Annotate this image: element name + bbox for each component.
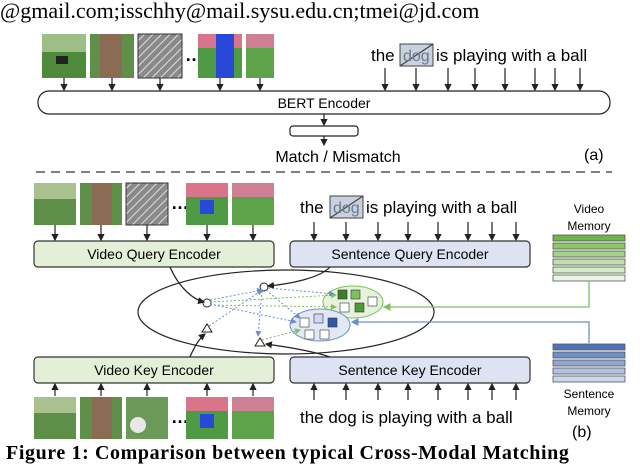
sentence-rest: is playing with a ball xyxy=(436,46,587,65)
sentence-memory-bank xyxy=(552,343,626,383)
sentence-memory-label-line2: Memory xyxy=(567,404,610,418)
bert-input-arrows xyxy=(60,68,584,92)
key-sentence: the dog is playing with a ball xyxy=(300,408,513,427)
panel-a-frames: … xyxy=(42,33,274,79)
embedding-space xyxy=(137,269,435,355)
sentence-query-encoder xyxy=(289,240,531,268)
sentence-memory-label-line1: Sentence xyxy=(564,387,615,401)
video-query-node xyxy=(202,298,212,308)
video-memory-bank xyxy=(552,234,626,282)
panel-b-query-frames: … xyxy=(34,182,274,226)
masked-video-frame xyxy=(137,33,183,79)
query-input-arrows xyxy=(51,222,520,242)
author-emails: @gmail.com;isschhy@mail.sysu.edu.cn;tmei… xyxy=(0,0,480,23)
match-output-label: Match / Mismatch xyxy=(275,149,400,166)
bert-encoder-label: BERT Encoder xyxy=(278,95,371,111)
sentence-query-encoder-label: Sentence Query Encoder xyxy=(331,246,489,262)
panel-b-tag: (b) xyxy=(572,424,592,441)
sentence-word-the: the xyxy=(300,198,324,217)
video-frame xyxy=(126,397,168,439)
video-query-encoder xyxy=(33,240,275,268)
video-key-encoder-label: Video Key Encoder xyxy=(94,362,214,378)
classifier-box xyxy=(289,125,359,137)
sentence-word-the: the xyxy=(371,46,395,65)
video-memory-label-line2: Memory xyxy=(567,219,610,233)
sentence-key-node xyxy=(254,337,266,347)
sentence-memory-arrow xyxy=(350,318,590,343)
video-key-encoder xyxy=(33,356,275,384)
video-key-node xyxy=(201,323,213,333)
video-memory-arrow xyxy=(382,281,590,311)
frames-ellipsis: … xyxy=(171,193,189,213)
key-input-arrows xyxy=(51,382,520,400)
contrast-links xyxy=(208,287,337,341)
masked-video-frame xyxy=(125,182,169,226)
panel-b-key-frames: … xyxy=(34,397,274,439)
video-query-encoder-label: Video Query Encoder xyxy=(87,246,221,262)
masked-word: dog xyxy=(403,48,430,65)
frames-ellipsis: … xyxy=(171,407,189,427)
panel-a-tag: (a) xyxy=(584,147,604,164)
figure-caption: Figure 1: Comparison between typical Cro… xyxy=(6,442,570,464)
sentence-rest: is playing with a ball xyxy=(366,198,517,217)
sentence-key-encoder-label: Sentence Key Encoder xyxy=(338,362,482,378)
masked-word: dog xyxy=(333,200,360,217)
video-memory-label-line1: Video xyxy=(574,202,605,216)
